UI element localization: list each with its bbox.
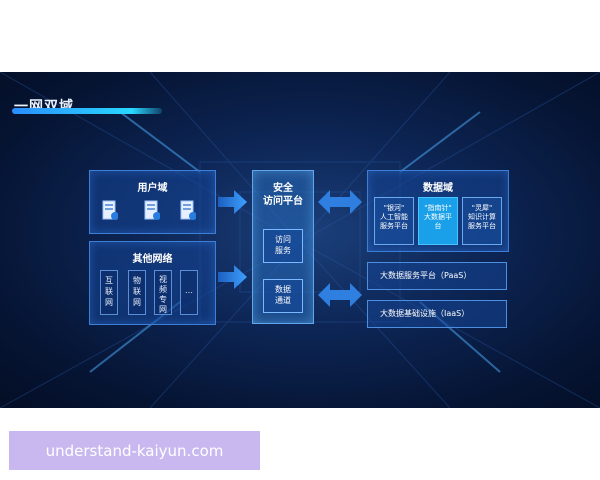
- access-service-box: 访问 服务: [263, 229, 303, 263]
- lingxi-line3: 服务平台: [468, 222, 496, 230]
- network-item-internet: 互 联 网: [100, 270, 118, 315]
- data-channel-line2: 通道: [275, 296, 291, 305]
- double-arrow-icon: [318, 283, 362, 307]
- host-server-icon: [102, 200, 118, 220]
- user-domain-title: 用户域: [137, 183, 168, 194]
- galaxy-ai-line3: 服务平台: [380, 222, 408, 230]
- data-channel-box: 数据 通道: [263, 279, 303, 313]
- data-channel-line1: 数据: [275, 285, 291, 294]
- arrow-right-icon: [218, 265, 247, 289]
- data-domain-panel: 数据域 "银河" 人工智能 服务平台 "指南针" 大数据平 台 "灵犀" 知识计…: [367, 170, 509, 252]
- lingxi-knowledge-card: "灵犀" 知识计算 服务平台: [462, 197, 502, 245]
- security-platform-title-line1: 安全: [273, 183, 293, 194]
- paas-bar: 大数据服务平台（PaaS）: [367, 262, 507, 290]
- double-arrow-icon: [318, 190, 362, 214]
- user-domain-panel: 用户域: [89, 170, 216, 234]
- galaxy-ai-line1: "银河": [383, 204, 405, 212]
- compass-line2: 大数据平: [424, 213, 452, 221]
- other-networks-panel: 其他网络 互 联 网 物 联 网 视 频 专 网 …: [89, 241, 216, 325]
- compass-line3: 台: [434, 222, 442, 230]
- title-underline: [12, 108, 162, 114]
- watermark-banner: understand-kaiyun.com: [9, 431, 260, 470]
- data-domain-title: 数据域: [423, 183, 453, 194]
- compass-line1: "指南针": [424, 204, 452, 212]
- lingxi-line1: "灵犀": [471, 204, 493, 212]
- security-access-platform: 安全 访问平台 访问 服务 数据 通道: [252, 170, 314, 324]
- lingxi-line2: 知识计算: [468, 213, 496, 221]
- network-item-iot: 物 联 网: [128, 270, 146, 315]
- other-networks-title: 其他网络: [132, 254, 173, 265]
- arrow-right-icon: [218, 190, 247, 214]
- network-item-more: …: [180, 270, 198, 315]
- iaas-bar: 大数据基础设施（IaaS）: [367, 300, 507, 328]
- network-item-video: 视 频 专 网: [154, 270, 172, 315]
- compass-bigdata-card: "指南针" 大数据平 台: [418, 197, 458, 245]
- galaxy-ai-card: "银河" 人工智能 服务平台: [374, 197, 414, 245]
- access-service-line1: 访问: [275, 235, 291, 244]
- galaxy-ai-line2: 人工智能: [380, 213, 408, 221]
- host-server-icon: [144, 200, 160, 220]
- security-platform-title-line2: 访问平台: [263, 196, 303, 207]
- access-service-line2: 服务: [275, 246, 291, 255]
- host-server-icon: [180, 200, 196, 220]
